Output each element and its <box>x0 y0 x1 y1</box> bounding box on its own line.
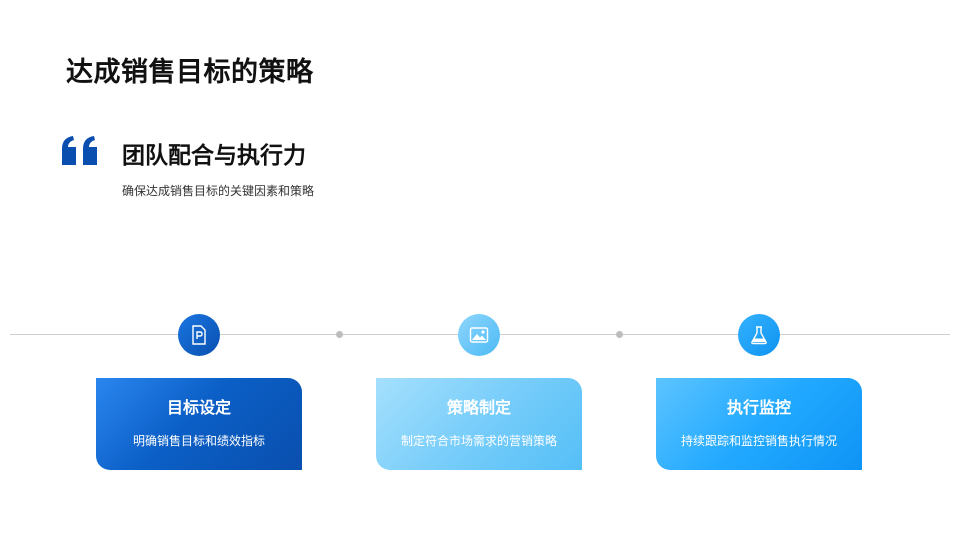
step-title: 执行监控 <box>726 398 791 417</box>
quote-description: 确保达成销售目标的关键因素和策略 <box>122 184 315 198</box>
step-card-execution: 执行监控 持续跟踪和监控销售执行情况 <box>656 378 862 470</box>
step-card-strategy: 策略制定 制定符合市场需求的营销策略 <box>376 378 582 470</box>
step-image-icon-badge <box>458 314 500 356</box>
quote-heading: 团队配合与执行力 <box>122 143 306 169</box>
timeline-dot <box>616 331 623 338</box>
step-flask-icon-badge <box>738 314 780 356</box>
document-icon <box>192 325 206 345</box>
image-icon <box>469 327 489 343</box>
quote-icon <box>62 136 97 165</box>
step-text: 制定符合市场需求的营销策略 <box>400 434 557 448</box>
step-card-goal: 目标设定 明确销售目标和绩效指标 <box>96 378 302 470</box>
page-title: 达成销售目标的策略 <box>66 57 314 88</box>
step-title: 策略制定 <box>446 398 511 417</box>
flask-icon <box>751 326 767 345</box>
step-text: 持续跟踪和监控销售执行情况 <box>680 434 837 448</box>
step-text: 明确销售目标和绩效指标 <box>132 434 265 448</box>
timeline-dot <box>336 331 343 338</box>
step-title: 目标设定 <box>166 398 231 417</box>
step-document-icon-badge <box>178 314 220 356</box>
